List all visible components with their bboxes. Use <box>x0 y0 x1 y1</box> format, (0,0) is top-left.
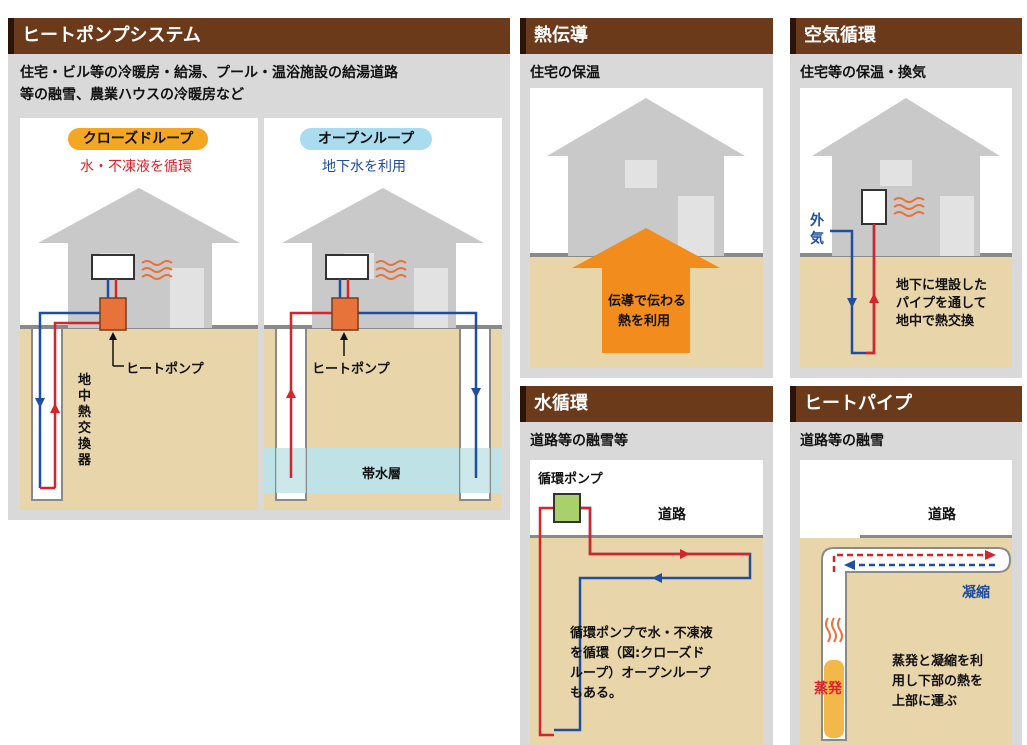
circulation-pump-label: 循環ポンプ <box>538 472 603 487</box>
open-heat-pump-unit <box>331 297 359 331</box>
aquifer-label: 帯水層 <box>362 467 402 482</box>
heatpump-panel: ヒートポンプシステム 住宅・ビル等の冷暖房・給湯、プール・温浴施設の給湯道路 等… <box>8 18 510 520</box>
conduction-panel: 熱伝導 住宅の保温 伝導で伝わる 熱を利用 <box>520 18 773 378</box>
water-svg <box>530 493 763 745</box>
open-loop-svg <box>264 188 502 510</box>
heatpipe-road-label: 道路 <box>928 507 956 523</box>
open-loop-diagram: オープンループ 地下水を利用 ヒートポンプ 帯水層 <box>264 118 502 510</box>
heatpipe-subtitle: 道路等の融雪 <box>800 433 884 449</box>
water-subtitle: 道路等の融雪等 <box>530 433 628 449</box>
open-loop-badge: オープンループ <box>300 128 432 150</box>
open-loop-note: 地下水を利用 <box>322 159 406 175</box>
ground-exchanger-label: 地中熱交換器 <box>78 373 92 468</box>
condensation-label: 凝縮 <box>962 585 990 601</box>
water-road-label: 道路 <box>658 507 686 523</box>
heatpipe-desc-line3: 上部に運ぶ <box>892 694 958 709</box>
conduction-diagram: 伝導で伝わる 熱を利用 <box>530 88 763 368</box>
closed-loop-svg <box>20 188 258 510</box>
open-loop-pump-label: ヒートポンプ <box>312 362 390 377</box>
air-desc-line3: 地中で熱交換 <box>896 314 975 329</box>
water-desc-line4: もある。 <box>570 686 623 701</box>
outside-air-label-1: 外 <box>810 213 824 229</box>
heatpump-title: ヒートポンプシステム <box>8 18 510 54</box>
closed-loop-note: 水・不凍液を循環 <box>80 159 192 175</box>
air-desc-line1: 地下に埋設した <box>896 278 988 293</box>
heatpump-desc-line1: 住宅・ビル等の冷暖房・給湯、プール・温浴施設の給湯道路 <box>20 65 398 81</box>
heatpipe-desc-line2: 用し下部の熱を <box>892 674 984 689</box>
water-desc-line3: ループ）オープンループ <box>570 666 711 681</box>
outside-air-label-2: 気 <box>810 231 824 247</box>
heatpipe-panel: ヒートパイプ 道路等の融雪 道路 凝縮 蒸発 蒸発と凝縮を利 用し下部の熱を 上… <box>790 386 1022 745</box>
air-title: 空気循環 <box>790 18 1022 54</box>
evaporation-label: 蒸発 <box>814 681 842 697</box>
heatpipe-svg <box>800 535 1012 745</box>
evaporation-liquid <box>824 660 844 738</box>
water-diagram: 循環ポンプ 道路 循環ポンプで水・不凍液 を循環（図:クローズド ループ）オープ… <box>530 460 763 745</box>
closed-loop-diagram: クローズドループ 水・不凍液を循環 ヒートポンプ 地中熱交換器 <box>20 118 258 510</box>
air-desc-line2: パイプを通して <box>896 296 987 311</box>
water-desc-line2: を循環（図:クローズド <box>570 646 705 661</box>
heatpipe-desc-line1: 蒸発と凝縮を利 <box>892 654 984 669</box>
conduction-title: 熱伝導 <box>520 18 773 54</box>
conduction-arrow-line2: 熱を利用 <box>618 314 671 329</box>
water-panel: 水循環 道路等の融雪等 循環ポンプ 道路 循環ポンプで水・不凍液 を循環（図:ク… <box>520 386 773 745</box>
heatpipe-diagram: 道路 凝縮 蒸発 蒸発と凝縮を利 用し下部の熱を 上部に運ぶ <box>800 460 1012 745</box>
air-subtitle: 住宅等の保温・換気 <box>800 65 926 81</box>
circulation-pump-box <box>553 493 581 523</box>
closed-loop-badge: クローズドループ <box>68 128 208 150</box>
air-panel: 空気循環 住宅等の保温・換気 外 気 地下に埋設した パイプを通して 地中で熱交… <box>790 18 1022 378</box>
conduction-subtitle: 住宅の保温 <box>530 65 600 81</box>
air-svg <box>800 98 1012 368</box>
water-desc-line1: 循環ポンプで水・不凍液 <box>570 626 713 641</box>
heatpump-desc-line2: 等の融雪、農業ハウスの冷暖房など <box>20 87 244 103</box>
closed-loop-pump-label: ヒートポンプ <box>126 362 204 377</box>
conduction-svg <box>530 98 763 368</box>
air-diagram: 外 気 地下に埋設した パイプを通して 地中で熱交換 <box>800 88 1012 368</box>
conduction-heat-arrow <box>572 228 720 353</box>
heatpipe-title: ヒートパイプ <box>790 386 1022 422</box>
conduction-arrow-line1: 伝導で伝わる <box>608 294 687 309</box>
heat-pump-unit <box>99 297 127 331</box>
water-title: 水循環 <box>520 386 773 422</box>
